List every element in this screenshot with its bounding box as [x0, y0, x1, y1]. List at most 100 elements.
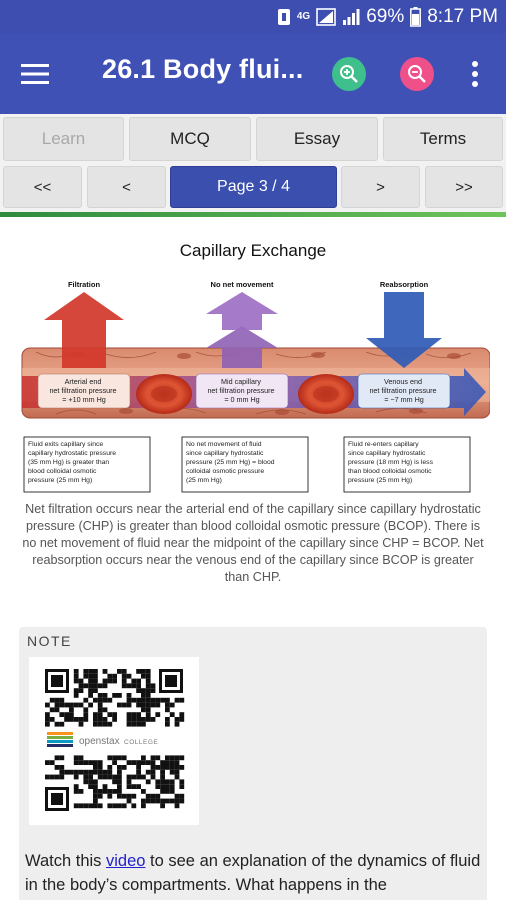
menu-button[interactable]	[0, 34, 70, 114]
qr-module	[59, 697, 65, 703]
qr-module	[131, 717, 137, 722]
qr-module	[69, 717, 74, 722]
qr-module	[155, 697, 161, 703]
network-type-label: 4G	[296, 11, 311, 22]
qr-module	[165, 789, 170, 794]
filtration-label: Filtration	[68, 280, 100, 289]
qr-code-card[interactable]: openstax COLLEGE	[29, 657, 199, 825]
svg-text:Fluid exits capillary since: Fluid exits capillary since capillary hy…	[28, 441, 118, 484]
qr-module	[88, 688, 93, 693]
overflow-menu-button[interactable]	[460, 54, 490, 94]
qr-module	[174, 793, 180, 799]
qr-module	[117, 793, 122, 799]
qr-module	[126, 693, 132, 698]
qr-module	[160, 803, 165, 809]
qr-module	[97, 693, 103, 698]
video-link[interactable]: video	[106, 852, 146, 870]
qr-module	[107, 793, 113, 799]
qr-module	[141, 673, 146, 679]
qr-module	[141, 669, 146, 674]
prev-page-button[interactable]: <	[87, 166, 166, 208]
filtration-arrow	[44, 292, 124, 368]
qr-module	[121, 765, 127, 770]
qr-module	[165, 760, 170, 765]
qr-module	[136, 669, 141, 674]
qr-module	[83, 774, 89, 780]
more-vert-icon	[472, 61, 478, 87]
tab-mcq[interactable]: MCQ	[129, 117, 251, 161]
mid-box-line: = 0 mm Hg	[224, 395, 259, 404]
qr-module	[141, 798, 146, 804]
qr-module	[112, 717, 117, 722]
first-page-button[interactable]: <<	[3, 166, 82, 208]
qr-module	[107, 712, 113, 717]
clock: 8:17 PM	[427, 6, 498, 27]
qr-module	[126, 774, 132, 780]
qr-module	[155, 779, 161, 785]
battery-percent: 69%	[366, 6, 405, 27]
no-net-note-line: colloidal osmotic pressure	[186, 468, 264, 475]
qr-module	[174, 798, 180, 804]
no-net-note-line: pressure (25 mm Hg) = blood	[186, 459, 275, 466]
qr-module	[165, 702, 170, 708]
qr-module	[126, 721, 132, 727]
current-page-indicator[interactable]: Page 3 / 4	[170, 166, 337, 208]
qr-module	[179, 755, 185, 761]
qr-module	[121, 669, 127, 674]
qr-module	[169, 702, 175, 708]
qr-module	[150, 697, 156, 703]
zoom-out-icon	[408, 65, 426, 83]
qr-module	[107, 755, 113, 761]
tab-essay[interactable]: Essay	[256, 117, 378, 161]
qr-module	[93, 779, 98, 785]
qr-module	[174, 760, 180, 765]
qr-module	[102, 717, 108, 722]
note-text: Watch this video to see an explanation o…	[25, 849, 481, 897]
qr-module	[169, 755, 175, 761]
tab-learn[interactable]: Learn	[3, 117, 124, 161]
qr-module	[59, 712, 65, 717]
tab-terms[interactable]: Terms	[383, 117, 503, 161]
filtration-note-line: Fluid exits capillary since	[28, 441, 103, 448]
qr-module	[174, 755, 180, 761]
zoom-out-button[interactable]	[400, 57, 434, 91]
qr-module	[145, 707, 151, 713]
qr-module	[150, 755, 156, 761]
qr-module	[169, 765, 175, 770]
openstax-logo-sub: COLLEGE	[124, 739, 158, 746]
svg-text:Arterial end net filtrat: Arterial end net filtration pressure = +…	[49, 377, 118, 404]
zoom-in-button[interactable]	[332, 57, 366, 91]
qr-module	[93, 789, 98, 794]
openstax-logo-text: openstax	[79, 736, 120, 747]
qr-module	[126, 793, 132, 799]
qr-module	[112, 760, 117, 765]
qr-module	[97, 803, 103, 809]
qr-module	[73, 669, 79, 674]
qr-module	[102, 669, 108, 674]
qr-module	[136, 769, 141, 775]
last-page-button[interactable]: >>	[425, 166, 503, 208]
qr-module	[45, 774, 50, 780]
qr-module	[150, 688, 156, 693]
qr-module	[107, 697, 113, 703]
qr-module	[174, 765, 180, 770]
qr-module	[49, 760, 55, 765]
qr-module	[78, 717, 84, 722]
qr-module	[69, 707, 74, 713]
no-net-note-line: No net movement of fluid	[186, 441, 262, 448]
qr-module	[107, 765, 113, 770]
qr-module	[155, 784, 161, 789]
next-page-button[interactable]: >	[341, 166, 420, 208]
qr-module	[126, 673, 132, 679]
qr-module	[141, 721, 146, 727]
qr-module	[165, 784, 170, 789]
qr-module	[136, 688, 141, 693]
no-net-movement-label: No net movement	[211, 280, 274, 289]
filtration-note-line: capillary hydrostatic pressure	[28, 450, 116, 457]
qr-module	[174, 721, 180, 727]
qr-module	[136, 774, 141, 780]
qr-module	[93, 798, 98, 804]
qr-module	[141, 693, 146, 698]
qr-module	[88, 784, 93, 789]
qr-module	[88, 702, 93, 708]
